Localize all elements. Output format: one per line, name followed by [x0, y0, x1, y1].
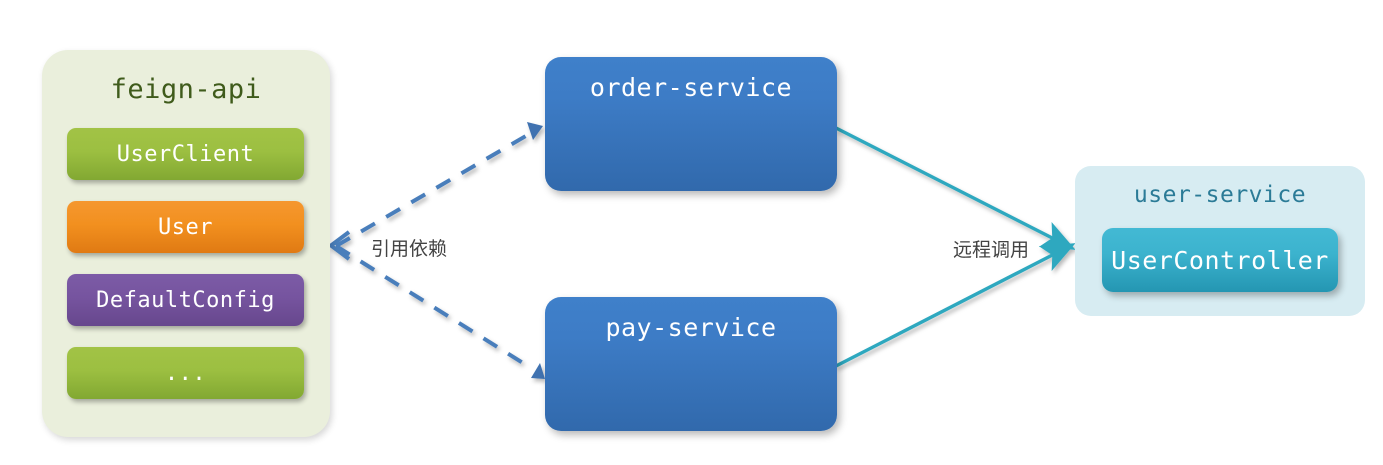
- arrowhead-dependency-order-icon: [527, 122, 543, 140]
- edge-remote-pay-to-user: [835, 243, 1076, 368]
- edge-remote-order-to-user: [835, 126, 1076, 250]
- user-controller-node[interactable]: UserController: [1102, 228, 1338, 292]
- edge-label-remote-call: 远程调用: [953, 239, 1030, 261]
- user-service-panel[interactable]: user-service UserController: [1075, 166, 1365, 316]
- order-service-node[interactable]: order-service: [545, 57, 837, 191]
- feign-item-user[interactable]: User: [67, 201, 304, 253]
- pay-service-label: pay-service: [605, 313, 777, 342]
- edge-dependency-to-order-service: [334, 131, 533, 248]
- edge-dependency-to-pay-service: [334, 244, 533, 370]
- order-service-label: order-service: [589, 73, 793, 102]
- feign-api-panel[interactable]: feign-api UserClient User DefaultConfig …: [42, 50, 330, 437]
- feign-item-userclient[interactable]: UserClient: [67, 128, 304, 180]
- edge-group-dependency: [327, 122, 545, 379]
- feign-api-title: feign-api: [110, 74, 262, 105]
- arrowhead-dependency-apex-icon: [327, 230, 351, 261]
- pay-service-node[interactable]: pay-service: [545, 297, 837, 431]
- user-service-title: user-service: [1133, 182, 1307, 208]
- feign-item-defaultconfig[interactable]: DefaultConfig: [67, 274, 304, 326]
- feign-item-more[interactable]: ...: [67, 347, 304, 399]
- arrowhead-dependency-pay-icon: [531, 363, 545, 379]
- edge-label-dependency: 引用依赖: [371, 238, 448, 260]
- edge-group-remote-call: [835, 126, 1076, 368]
